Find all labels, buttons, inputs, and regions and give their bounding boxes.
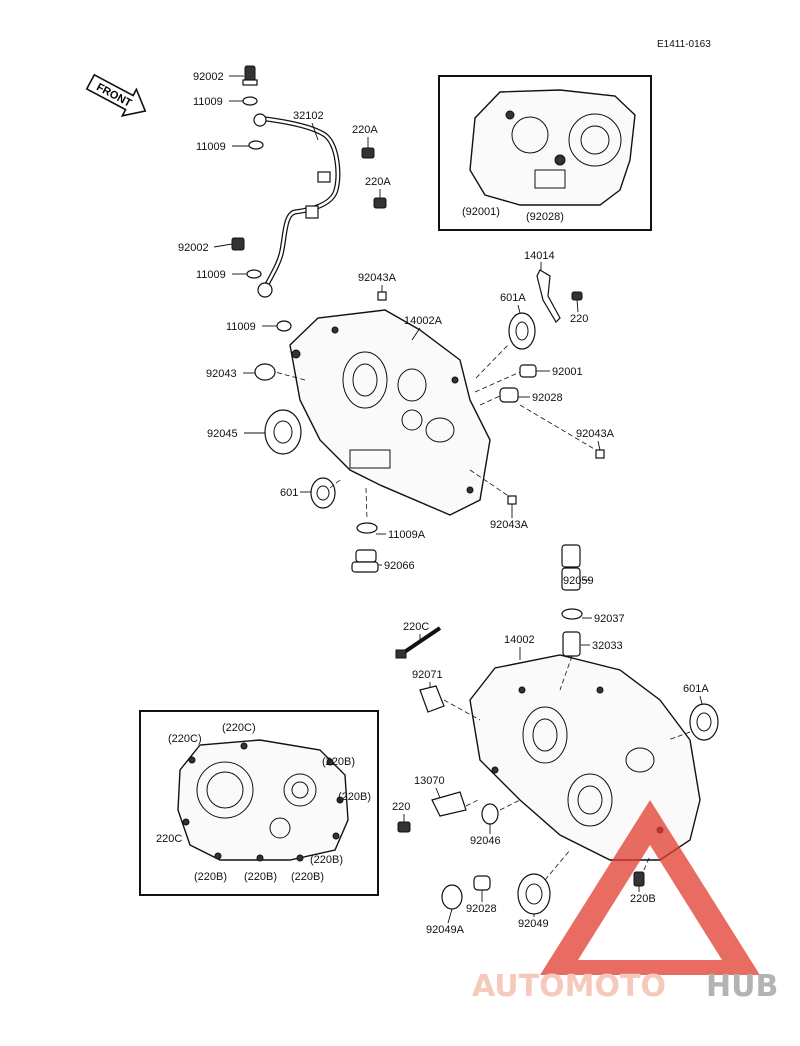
crankcase-right-half	[395, 544, 719, 915]
automotohub-watermark: AUTOMOTO HUB	[472, 800, 778, 1004]
part-label: 14014	[524, 250, 555, 262]
part-label: 220	[392, 801, 410, 813]
inset-label: (92001)	[462, 206, 500, 218]
part-label: 92037	[594, 613, 625, 625]
inset-label: (220B)	[291, 871, 324, 883]
part-label: 92059	[563, 575, 594, 587]
part-labels-lower: 92059 92037 220C 14002 32033 92071 601A …	[392, 575, 709, 936]
watermark-text-automoto: AUTOMOTO	[472, 969, 666, 1004]
part-label: 92001	[552, 366, 583, 378]
part-label: 92043A	[358, 272, 397, 284]
alignment-lines-upper	[274, 344, 597, 521]
part-label: 92071	[412, 669, 443, 681]
part-label: 32102	[293, 110, 324, 122]
alignment-lines-lower	[443, 655, 691, 881]
part-label: 92028	[466, 903, 497, 915]
part-label: 601A	[683, 683, 709, 695]
inset-label: (220C)	[222, 722, 256, 734]
part-label: 220C	[403, 621, 429, 633]
part-label: 92049A	[426, 924, 465, 936]
watermark-text-hub: HUB	[706, 969, 778, 1004]
inset-label: 220C	[156, 833, 182, 845]
crankcase-left-half	[254, 269, 605, 573]
inset-top: (92001) (92028)	[438, 75, 652, 231]
oil-pipe-assembly	[231, 65, 387, 332]
part-label: 92028	[532, 392, 563, 404]
inset-label: (220C)	[168, 733, 202, 745]
part-label: 92045	[207, 428, 238, 440]
part-label: 601A	[500, 292, 526, 304]
part-label: 92043	[206, 368, 237, 380]
inset-label: (220B)	[310, 854, 343, 866]
part-label: 220	[570, 313, 588, 325]
part-label: 220A	[365, 176, 391, 188]
part-labels-middle: 92043A 14002A 14014 601A 220 92043 92001…	[206, 250, 615, 572]
part-label: 92046	[470, 835, 501, 847]
part-label: 92043A	[576, 428, 615, 440]
part-label: 11009	[193, 96, 223, 108]
front-arrow-icon: FRONT	[85, 73, 147, 117]
part-label: 92002	[178, 242, 209, 254]
part-label: 11009	[196, 269, 226, 281]
part-label: 92066	[384, 560, 415, 572]
inset-label: (92028)	[526, 211, 564, 223]
part-label: 220B	[630, 893, 656, 905]
inset-label: (220B)	[338, 791, 371, 803]
part-label: 92049	[518, 918, 549, 930]
part-label: 11009	[226, 321, 256, 333]
part-label: 14002A	[404, 315, 443, 327]
inset-label: (220B)	[244, 871, 277, 883]
inset-bottom: (220C) (220C) (220B) (220B) 220C (220B) …	[139, 710, 379, 896]
part-label: 601	[280, 487, 298, 499]
part-label: 13070	[414, 775, 445, 787]
part-label: 11009A	[388, 529, 426, 541]
part-label: 14002	[504, 634, 535, 646]
inset-label: (220B)	[194, 871, 227, 883]
reference-code: E1411-0163	[657, 39, 711, 50]
part-label: 220A	[352, 124, 378, 136]
part-label: 32033	[592, 640, 623, 652]
part-labels-top-left: 92002 11009 32102 11009 220A 220A 92002 …	[178, 71, 391, 333]
inset-label: (220B)	[322, 756, 355, 768]
part-label: 92043A	[490, 519, 529, 531]
part-label: 92002	[193, 71, 224, 83]
part-label: 11009	[196, 141, 226, 153]
